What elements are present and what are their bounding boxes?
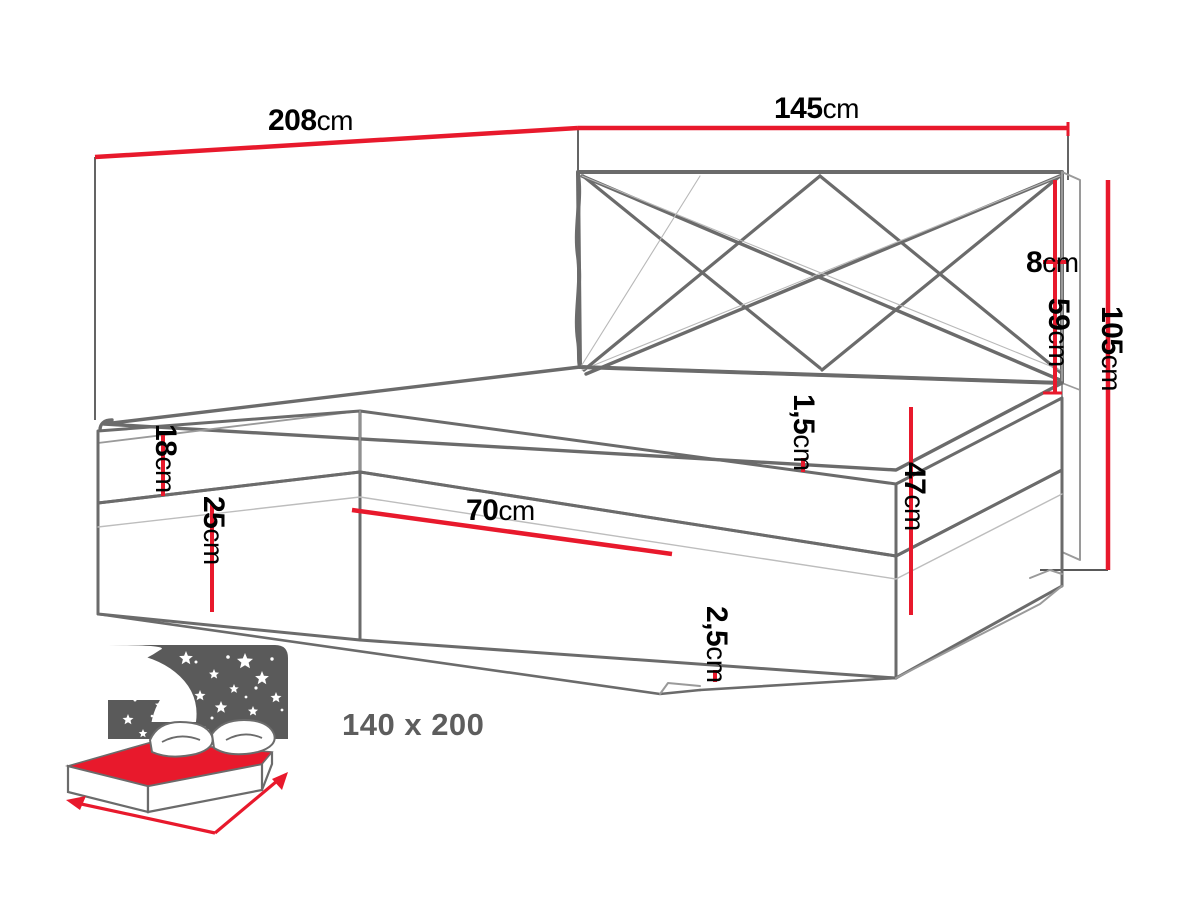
dimension-unit-1-5: cm (788, 434, 819, 471)
headboard-right-inner (1061, 382, 1081, 391)
dim-line-70 (351, 507, 673, 557)
dimension-label-59: 59cm (1042, 298, 1075, 367)
dimension-label-1-5: 1,5cm (787, 394, 820, 471)
dimension-unit-70: cm (498, 495, 535, 526)
dimension-unit-105: cm (1096, 354, 1127, 391)
icon-arrowhead-right (272, 772, 288, 790)
headboard-quilt-faint2 (581, 175, 1061, 371)
dimension-value-1-5: 1,5 (787, 394, 820, 435)
pillow-left (148, 720, 214, 758)
dimension-value-105: 105 (1095, 306, 1128, 355)
dimension-unit-145: cm (822, 93, 860, 124)
headboard-quilt-x1 (580, 174, 1062, 382)
dimension-value-25: 25 (197, 496, 230, 529)
dimension-lines (94, 122, 1111, 682)
dimension-label-47: 47cm (898, 462, 931, 531)
pillow-right-crease (225, 733, 263, 741)
dimension-value-47: 47 (898, 462, 931, 495)
mattress-icon-right-edge (260, 752, 274, 791)
headboard-left-edge (574, 172, 582, 369)
base-seam (97, 493, 1063, 580)
dimension-value-59: 59 (1042, 298, 1075, 331)
mattress-size-label: 140 x 200 (342, 707, 485, 742)
icon-arrow-right (213, 774, 285, 835)
dimension-value-70: 70 (466, 494, 499, 527)
foot-detail-left (659, 682, 701, 695)
dimension-unit-8: cm (1042, 247, 1079, 278)
dim-line-208 (94, 125, 579, 160)
icon-arrow-left (71, 800, 216, 835)
pillow-right (210, 718, 276, 756)
extension-lines (94, 128, 1108, 571)
mattress-top-surface (102, 365, 1064, 472)
dimension-label-18: 18cm (149, 424, 182, 493)
icon-arrowhead-left (66, 796, 86, 810)
dimension-label-2-5: 2,5cm (700, 606, 733, 683)
bed-outline (96, 170, 1081, 696)
dimension-unit-18: cm (150, 456, 181, 493)
dimension-unit-2-5: cm (701, 646, 732, 683)
base-front-face (358, 470, 898, 680)
dimension-label-8: 8cm (1026, 248, 1079, 278)
dimension-value-2-5: 2,5 (700, 606, 733, 647)
dimension-value-145: 145 (774, 92, 823, 125)
foot-right-notch (1029, 569, 1063, 579)
dimension-label-105: 105cm (1095, 306, 1128, 391)
headboard-quilt-faint3 (579, 175, 701, 369)
dimension-value-8: 8 (1026, 246, 1043, 279)
foot-front-right (698, 676, 898, 692)
dimension-label-145: 145cm (774, 94, 859, 124)
bed-night-icon (64, 645, 288, 835)
night-backdrop-lower (108, 700, 160, 739)
dimension-unit-47: cm (899, 494, 930, 531)
dimension-unit-208: cm (316, 105, 354, 136)
dimension-label-208: 208cm (268, 106, 353, 136)
dimension-label-25: 25cm (197, 496, 230, 565)
headboard-quilt-x2 (584, 174, 1062, 376)
headboard-quilt-x4 (582, 174, 822, 372)
mattress-corner-left (98, 418, 114, 432)
mattress-icon-top-outline (64, 741, 274, 787)
dimension-unit-59: cm (1043, 330, 1074, 367)
dimension-value-18: 18 (149, 424, 182, 457)
pillow-left-crease (161, 735, 201, 743)
dimension-label-70: 70cm (466, 496, 535, 526)
dimension-value-208: 208 (268, 104, 317, 137)
dimension-unit-25: cm (198, 528, 229, 565)
headboard-quilt-x6 (820, 174, 1062, 372)
icon-dimension-arrows (71, 774, 285, 835)
foot-right-side (895, 585, 1063, 679)
